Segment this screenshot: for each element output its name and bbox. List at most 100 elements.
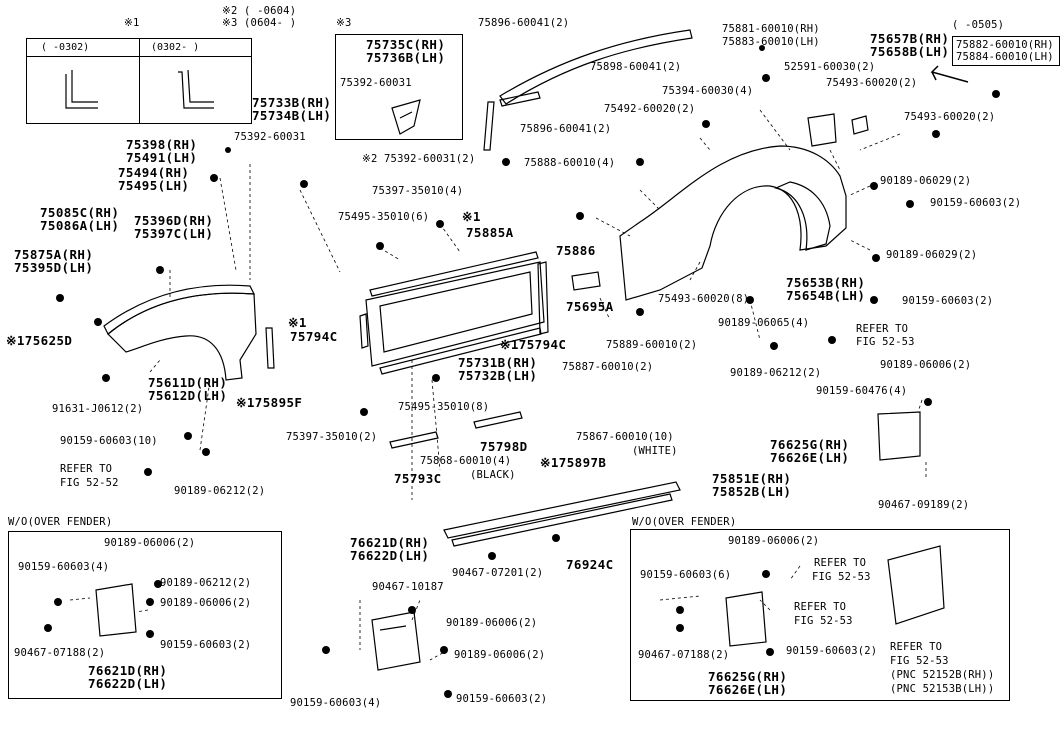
note3-box-title: ※3 [336,17,352,29]
side-strip-right [537,261,549,335]
part-label: 75493-60020(8) [658,293,750,305]
part-label: 75875A(RH) [14,247,94,262]
front-fender-edge [103,284,256,335]
rocker-molding [443,481,681,539]
part-label: 90189-06006(2) [160,597,252,609]
part-label: 75732B(LH) [458,368,538,383]
part-label: 90189-06029(2) [880,175,972,187]
part-label: 90159-60603(2) [930,197,1022,209]
part-label: 75654B(LH) [786,288,866,303]
bracket-icon-old [65,70,98,109]
small-badge [571,271,601,291]
part-label: FIG 52-53 [794,615,853,627]
molding-end-top [483,101,495,151]
side-strip-left [359,313,369,349]
part-label: 75898-60041(2) [590,61,682,73]
part-label: 76622D(LH) [88,676,168,691]
part-label: 75798D [480,439,528,454]
note-2: ※2 ( -0604) [222,5,297,17]
molding-small [499,91,541,107]
part-label: (PNC 52153B(LH)) [890,683,995,695]
part-label: 76924C [566,557,614,572]
part-label: 90159-60603(4) [290,697,382,709]
part-label: 90189-06006(2) [446,617,538,629]
part-label: FIG 52-53 [812,571,871,583]
part-label: 76621D(RH) [350,535,430,550]
roof-molding [499,29,693,105]
part-label: 75882-60010(RH) [956,39,1054,51]
part-label: 75896-60041(2) [520,123,612,135]
part-label: ※1 [288,315,307,330]
note-0505: ( -0505) [952,19,1005,31]
part-label: 75695A [566,299,614,314]
front-fender-strip [265,327,275,369]
rear-panel-right-box [887,545,945,625]
part-label: 90159-60603(2) [786,645,878,657]
small-strip-1 [389,431,439,449]
part-label: 75395D(LH) [14,260,94,275]
part-label: 75657B(RH) [870,31,950,46]
part-label: 90189-06006(2) [728,535,820,547]
part-label: 75653B(RH) [786,275,866,290]
part-label: 90159-60603(2) [160,639,252,651]
part-label: 75793C [394,471,442,486]
part-label: 75611D(RH) [148,375,228,390]
part-label: 76625G(RH) [770,437,850,452]
part-label: 75881-60010(RH) [722,23,820,35]
part-label: 75394-60030(4) [662,85,754,97]
part-label: 75397-35010(2) [286,431,378,443]
part-label: REFER TO [794,601,847,613]
part-label: 90467-09189(2) [878,499,970,511]
part-label: 90467-10187 [372,581,444,593]
part-label: 75889-60010(2) [606,339,698,351]
part-label: 75883-60010(LH) [722,36,820,48]
rocker-molding-2 [451,493,673,547]
part-label: 90189-06006(2) [454,649,546,661]
mudflap-center [371,611,421,671]
part-label: 75851E(RH) [712,471,792,486]
clip-bracket [391,99,421,135]
part-label: 75392-60031 [340,77,412,89]
part-label: 75085C(RH) [40,205,120,220]
part-label: 75735C(RH) [366,37,446,52]
part-label: 75495-35010(6) [338,211,430,223]
part-label: 75397C(LH) [134,226,214,241]
mudflap-left-box [95,583,137,637]
part-label: 75392-60031 [234,131,306,143]
part-label: 75886 [556,243,596,258]
part-label: ※175895F [236,395,303,410]
center-panel-inner [379,271,533,353]
part-label: 76622D(LH) [350,548,430,563]
part-label: 75495(LH) [118,178,190,193]
bracket-icon-new [178,69,214,109]
part-label: 75888-60010(4) [524,157,616,169]
part-label: 90189-06212(2) [160,577,252,589]
part-label: ※175897B [540,455,607,470]
part-label: 76626E(LH) [770,450,850,465]
wo-over-fender-left-title: W/O(OVER FENDER) [8,516,113,528]
part-label: 90159-60603(2) [456,693,548,705]
part-label: 75884-60010(LH) [956,51,1054,63]
center-trim-top [369,251,539,297]
part-label: 90159-60603(6) [640,569,732,581]
part-label: 75658B(LH) [870,44,950,59]
part-label: 75731B(RH) [458,355,538,370]
rear-fender-inner [774,181,831,251]
note-3: ※3 (0604- ) [222,17,297,29]
part-label: 90189-06029(2) [886,249,978,261]
part-label: FIG 52-53 [856,336,915,348]
clip-small [851,115,869,135]
legend-col1: ( -0302) [41,42,90,53]
part-label: 76621D(RH) [88,663,168,678]
part-label: 75734B(LH) [252,108,332,123]
part-label: REFER TO [60,463,113,475]
part-label: 90189-06212(2) [174,485,266,497]
part-label: 75887-60010(2) [562,361,654,373]
part-label: 75868-60010(4) [420,455,512,467]
part-label: 90189-06065(4) [718,317,810,329]
part-label: 90159-60603(10) [60,435,158,447]
part-label: 90467-07188(2) [638,649,730,661]
part-label: 75794C [290,329,338,344]
part-label: REFER TO [814,557,867,569]
part-label: 90467-07201(2) [452,567,544,579]
